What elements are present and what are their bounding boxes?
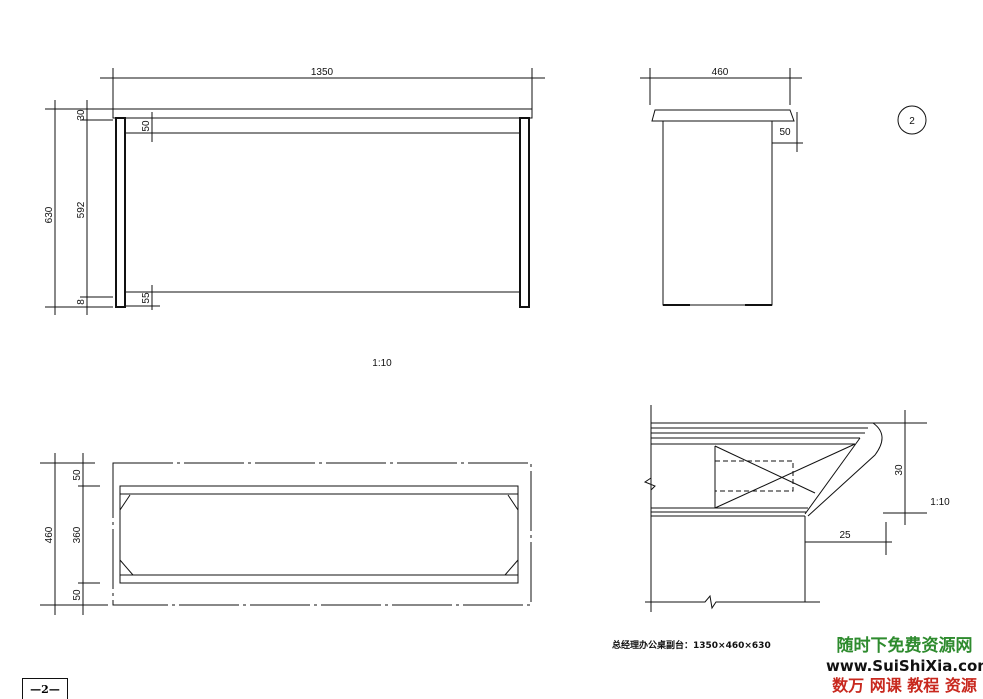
- plan-view: [40, 453, 532, 615]
- detail-height-dim: 30: [894, 464, 905, 476]
- side-view: [640, 68, 803, 306]
- front-view: [45, 68, 545, 315]
- plan-middle-dim: 360: [72, 526, 83, 543]
- watermark-line3: 数万 网课 教程 资源: [832, 676, 977, 695]
- plan-top-dim: 50: [72, 469, 83, 481]
- side-depth-dim: 460: [712, 67, 729, 78]
- watermark: 随时下免费资源网 www.SuiShiXia.com 数万 网课 教程 资源: [826, 636, 983, 696]
- detail-width-dim: 25: [839, 530, 851, 541]
- front-top-dim: 30: [76, 109, 87, 121]
- drawing-number: 2: [909, 116, 915, 127]
- plan-depth-dim: 460: [44, 526, 55, 543]
- plan-bottom-dim: 50: [72, 589, 83, 601]
- front-apron-dim: 50: [141, 120, 152, 132]
- page-number: —2—: [22, 678, 68, 699]
- front-middle-dim: 592: [76, 201, 87, 218]
- main-scale: 1:10: [372, 358, 392, 369]
- front-height-dim: 630: [44, 206, 55, 223]
- drawing-number-circle: [897, 105, 927, 135]
- front-width-dim: 1350: [311, 67, 334, 78]
- drawing-caption: 总经理办公桌副台：1350×460×630: [612, 641, 771, 651]
- watermark-line2: www.SuiShiXia.com: [826, 657, 983, 675]
- front-bottom-dim: 8: [76, 299, 87, 305]
- edge-detail: [643, 405, 927, 612]
- side-apron-dim: 50: [779, 127, 791, 138]
- watermark-line1: 随时下免费资源网: [836, 636, 973, 656]
- detail-scale: 1:10: [930, 497, 950, 508]
- front-rail-dim: 55: [141, 292, 152, 304]
